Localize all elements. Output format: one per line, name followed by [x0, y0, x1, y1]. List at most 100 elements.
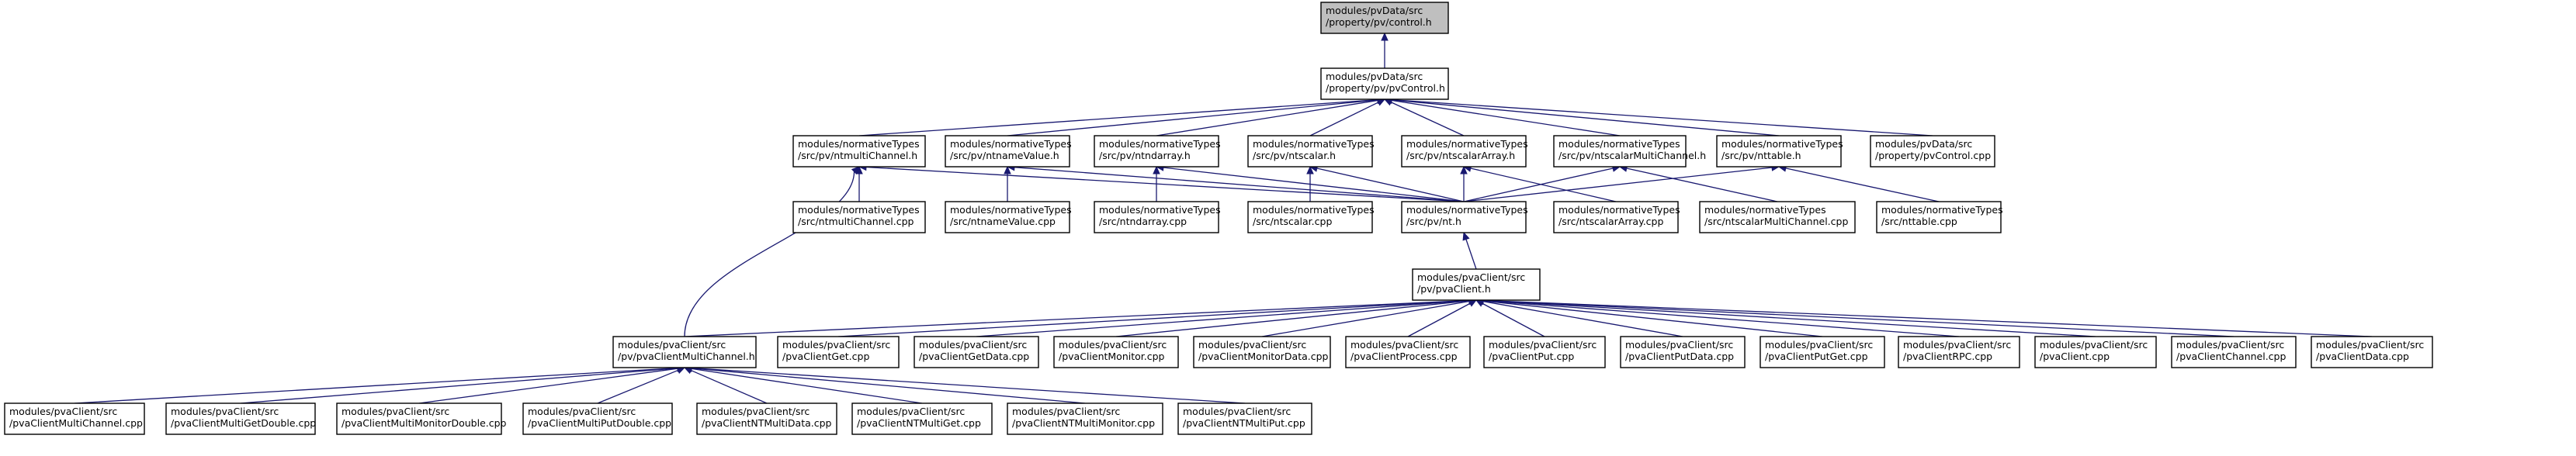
node-box	[792, 201, 926, 233]
node-label-line: modules/normativeTypes	[1881, 204, 2003, 216]
node-label-line: /src/ntscalarArray.cpp	[1558, 216, 1663, 227]
node-box	[165, 402, 316, 435]
node-box	[2171, 336, 2297, 368]
edge-n_ntscalarArray_h-to-n_pvControl_h	[1383, 98, 1465, 136]
node-label-line: modules/normativeTypes	[1406, 138, 1528, 150]
node-label-line: /pvaClientNTMultiPut.cpp	[1183, 417, 1305, 429]
node-label-line: modules/pvaClient/src	[2176, 339, 2284, 351]
node-label-line: modules/pvData/src	[1326, 5, 1423, 16]
node-label-line: modules/pvaClient/src	[1417, 271, 1525, 283]
node-control-h: modules/pvData/src/property/pv/control.h	[1320, 2, 1449, 34]
edge-line	[1463, 168, 1614, 202]
node-box	[777, 336, 900, 368]
node-pvaClientMonitor-cpp[interactable]: modules/pvaClient/src/pvaClientMonitor.c…	[1053, 336, 1179, 368]
node-ntscalarMultiChannel-cpp[interactable]: modules/normativeTypes/src/ntscalarMulti…	[1699, 201, 1856, 233]
node-label-line: modules/pvaClient/src	[1903, 339, 2011, 351]
node-pvaClientRPC-cpp[interactable]: modules/pvaClient/src/pvaClientRPC.cpp	[1898, 336, 2020, 368]
node-pvaClientNTMultiData-cpp[interactable]: modules/pvaClient/src/pvaClientNTMultiDa…	[696, 402, 837, 435]
node-ntmultiChannel-h[interactable]: modules/normativeTypes/src/pv/ntmultiCha…	[792, 135, 926, 168]
node-label-line: /pvaClientMultiChannel.cpp	[9, 417, 143, 429]
edge-line	[418, 368, 678, 404]
node-ntscalar-h[interactable]: modules/normativeTypes/src/pv/ntscalar.h	[1247, 135, 1375, 168]
node-box	[1247, 201, 1373, 233]
edge-n_ntscalarMultiChannel_cpp-to-n_ntscalarMultiChannel_h	[1618, 164, 1778, 202]
node-ntscalarMultiChannel-h[interactable]: modules/normativeTypes/src/pv/ntscalarMu…	[1553, 135, 1706, 168]
node-pvaClientPut-cpp[interactable]: modules/pvaClient/src/pvaClientPut.cpp	[1483, 336, 1606, 368]
edge-arrowhead	[676, 367, 686, 375]
node-label-line: /src/pv/ntscalarArray.h	[1406, 150, 1515, 161]
node-pvaClientMultiMonitorDouble-cpp[interactable]: modules/pvaClient/src/pvaClientMultiMoni…	[336, 402, 507, 435]
node-label-line: modules/normativeTypes	[1253, 204, 1375, 216]
node-box	[1870, 135, 1995, 168]
node-label-line: modules/normativeTypes	[1253, 138, 1375, 150]
edge-n_nt_h-to-n_ntscalarMultiChannel_h	[1463, 164, 1621, 202]
edge-line	[1156, 99, 1378, 136]
edge-line	[597, 369, 678, 404]
edge-arrowhead	[851, 166, 860, 175]
node-nttable-cpp[interactable]: modules/normativeTypes/src/nttable.cpp	[1876, 201, 2003, 233]
node-ntnameValue-h[interactable]: modules/normativeTypes/src/pv/ntnameValu…	[945, 135, 1072, 168]
node-label-line: /pvaClientNTMultiGet.cpp	[857, 417, 981, 429]
node-pvControl-cpp[interactable]: modules/pvData/src/property/pvControl.cp…	[1870, 135, 1995, 168]
node-label-line: /pvaClientProcess.cpp	[1350, 351, 1458, 362]
node-pvaClientProcess-cpp[interactable]: modules/pvaClient/src/pvaClientProcess.c…	[1345, 336, 1471, 368]
node-box	[792, 135, 926, 168]
node-pvaClientMultiPutDouble-cpp[interactable]: modules/pvaClient/src/pvaClientMultiPutD…	[522, 402, 673, 435]
node-pvaClientPutData-cpp[interactable]: modules/pvaClient/src/pvaClientPutData.c…	[1620, 336, 1746, 368]
node-pvaClient-h[interactable]: modules/pvaClient/src/pv/pvaClient.h	[1412, 268, 1541, 301]
edge-line	[1482, 302, 1545, 337]
node-box	[1401, 201, 1527, 233]
node-box	[1094, 201, 1219, 233]
node-pvaClientPutGet-cpp[interactable]: modules/pvaClient/src/pvaClientPutGet.cp…	[1760, 336, 1885, 368]
edge-line	[837, 299, 1470, 337]
node-ntscalarArray-cpp[interactable]: modules/normativeTypes/src/ntscalarArray…	[1553, 201, 1680, 233]
node-pvaClientChannel-cpp[interactable]: modules/pvaClient/src/pvaClientChannel.c…	[2171, 336, 2297, 368]
node-ntndarray-h[interactable]: modules/normativeTypes/src/pv/ntndarray.…	[1094, 135, 1221, 168]
node-pvaClientMultiChannel-h[interactable]: modules/pvaClient/src/pv/pvaClientMultiC…	[612, 336, 757, 368]
edge-line	[691, 368, 1086, 404]
node-pvaClientNTMultiMonitor-cpp[interactable]: modules/pvaClient/src/pvaClientNTMultiMo…	[1007, 402, 1163, 435]
edge-line	[74, 367, 678, 404]
edge-line	[1470, 168, 1617, 202]
node-box	[1760, 336, 1885, 368]
node-ntscalar-cpp[interactable]: modules/normativeTypes/src/ntscalar.cpp	[1247, 201, 1375, 233]
edge-line	[1482, 300, 1823, 337]
node-ntndarray-cpp[interactable]: modules/normativeTypes/src/ntndarray.cpp	[1094, 201, 1221, 233]
node-label-line: modules/pvData/src	[1875, 138, 1972, 150]
node-ntscalarArray-h[interactable]: modules/normativeTypes/src/pv/ntscalarAr…	[1401, 135, 1528, 168]
node-pvaClientNTMultiPut-cpp[interactable]: modules/pvaClient/src/pvaClientNTMultiPu…	[1177, 402, 1312, 435]
node-ntmultiChannel-cpp[interactable]: modules/normativeTypes/src/ntmultiChanne…	[792, 201, 926, 233]
node-ntnameValue-cpp[interactable]: modules/normativeTypes/src/ntnameValue.c…	[945, 201, 1072, 233]
node-pvControl-h[interactable]: modules/pvData/src/property/pv/pvControl…	[1320, 67, 1449, 100]
node-pvaClientGetData-cpp[interactable]: modules/pvaClient/src/pvaClientGetData.c…	[914, 336, 1039, 368]
node-box	[1483, 336, 1606, 368]
node-label-line: modules/normativeTypes	[1406, 204, 1528, 216]
node-box	[1177, 402, 1312, 435]
node-pvaClient-cpp[interactable]: modules/pvaClient/src/pvaClient.cpp	[2034, 336, 2157, 368]
nodes-layer: modules/pvData/src/property/pv/control.h…	[4, 2, 2433, 435]
node-label-line: modules/pvData/src	[1326, 71, 1423, 82]
node-label-line: /src/ntndarray.cpp	[1099, 216, 1187, 227]
node-box	[1876, 201, 2002, 233]
node-pvaClientNTMultiGet-cpp[interactable]: modules/pvaClient/src/pvaClientNTMultiGe…	[851, 402, 993, 435]
node-label-line: /pvaClientMonitor.cpp	[1059, 351, 1165, 362]
node-nt-h[interactable]: modules/normativeTypes/src/pv/nt.h	[1401, 201, 1528, 233]
node-pvaClientData-cpp[interactable]: modules/pvaClient/src/pvaClientData.cpp	[2311, 336, 2433, 368]
edge-n_pvaClient_h-to-n_nt_h	[1462, 231, 1477, 270]
node-box	[945, 135, 1070, 168]
node-pvaClientMultiChannel-cpp[interactable]: modules/pvaClient/src/pvaClientMultiChan…	[4, 402, 145, 435]
edge-n_pvaClientMultiChannel_cpp-to-n_pvaClientMultiChannel_h	[74, 364, 686, 404]
node-pvaClientMonitorData-cpp[interactable]: modules/pvaClient/src/pvaClientMonitorDa…	[1193, 336, 1331, 368]
node-nttable-h[interactable]: modules/normativeTypes/src/pv/nttable.h	[1716, 135, 1843, 168]
node-pvaClientMultiGetDouble-cpp[interactable]: modules/pvaClient/src/pvaClientMultiGetD…	[165, 402, 316, 435]
node-box	[1053, 336, 1179, 368]
node-box	[4, 402, 145, 435]
node-pvaClientGet-cpp[interactable]: modules/pvaClient/src/pvaClientGet.cpp	[777, 336, 900, 368]
edges-layer	[74, 32, 2373, 404]
node-label-line: /pvaClientMultiMonitorDouble.cpp	[342, 417, 507, 429]
node-label-line: /src/nttable.cpp	[1881, 216, 1957, 227]
edge-n_pvaClientData_cpp-to-n_pvaClient_h	[1475, 296, 2373, 337]
node-label-line: /property/pv/pvControl.h	[1326, 82, 1445, 94]
node-box	[2311, 336, 2433, 368]
edge-line	[1316, 168, 1465, 202]
